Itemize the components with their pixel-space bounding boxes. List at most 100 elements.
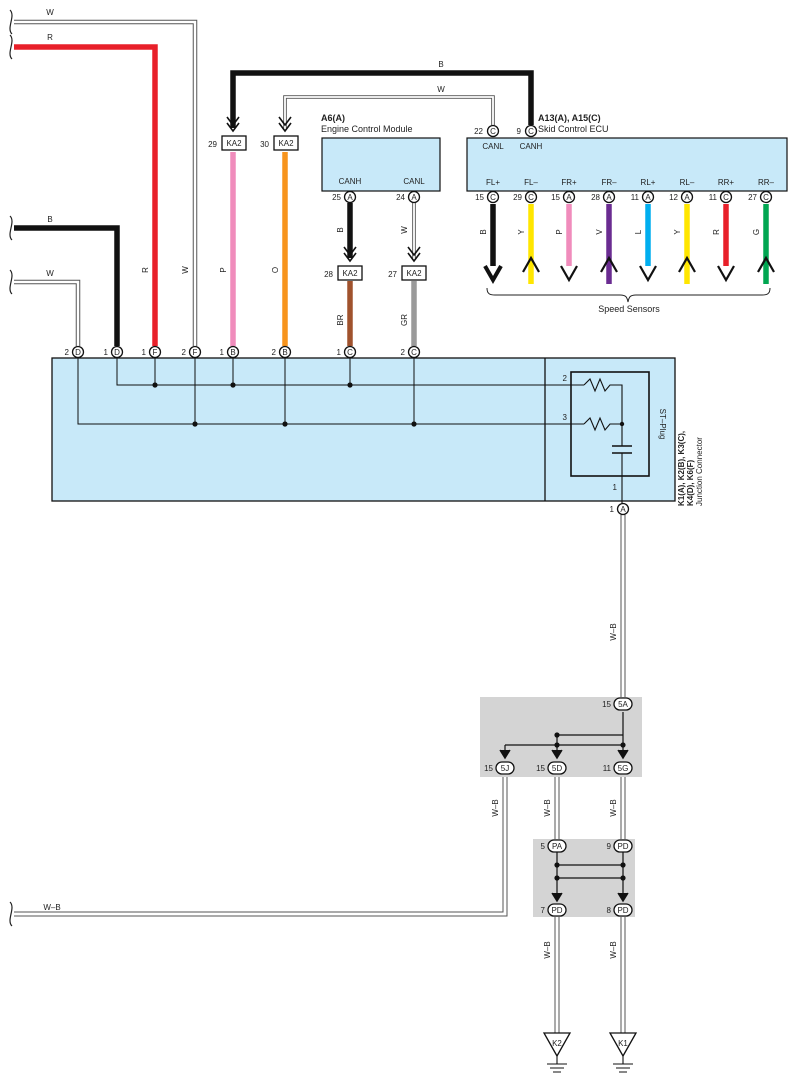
- skid-terminal-pin-conn: C: [490, 193, 496, 202]
- skid-terminal-pin-conn: C: [763, 193, 769, 202]
- splice-pa-bottom: PD7: [541, 903, 567, 917]
- wire-w-left: [14, 279, 81, 346]
- jc-pin: B2: [272, 345, 292, 359]
- jc-pin: F2: [182, 345, 202, 359]
- svg-text:R: R: [141, 267, 150, 273]
- skid-terminal-pin-conn: A: [606, 193, 612, 202]
- splice-pa-top: PA5: [541, 839, 567, 853]
- speed-sensors-label: Speed Sensors: [598, 304, 660, 314]
- svg-text:28: 28: [324, 270, 333, 279]
- svg-text:CANL: CANL: [403, 177, 425, 186]
- jc-pin: D2: [65, 345, 85, 359]
- svg-text:2: 2: [563, 374, 568, 383]
- svg-text:W: W: [181, 266, 190, 274]
- svg-text:KA2: KA2: [226, 139, 242, 148]
- ground-k1: K1: [608, 1032, 638, 1073]
- wire-code-labels: W R B W B W R W P O B W BR GR W–B W–B W–…: [43, 8, 618, 959]
- svg-text:A13(A), A15(C): A13(A), A15(C): [538, 113, 601, 123]
- splice-5a-out-conn: 5J: [501, 764, 509, 773]
- skid-terminal-wire-code: Y: [673, 229, 682, 235]
- svg-text:24: 24: [396, 193, 405, 202]
- svg-text:A: A: [411, 193, 417, 202]
- skid-terminal-pin: C 15: [475, 190, 500, 204]
- splice-pa-top: PD 9: [607, 839, 633, 853]
- svg-text:P: P: [219, 267, 228, 272]
- svg-text:W–B: W–B: [543, 941, 552, 958]
- splice-pa-bottom-conn: PD: [551, 906, 562, 915]
- splice-5a-in-pin: 15: [602, 700, 611, 709]
- jc-pin-conn: D: [75, 348, 81, 357]
- jc-pin-conn: F: [193, 348, 198, 357]
- svg-text:W–B: W–B: [609, 799, 618, 816]
- svg-text:30: 30: [260, 140, 269, 149]
- svg-text:GR: GR: [400, 314, 409, 326]
- svg-text:1: 1: [613, 483, 618, 492]
- splice-pa-bottom-conn: PD: [617, 906, 628, 915]
- jc-pin-conn: B: [230, 348, 235, 357]
- splice-pa-bottom-pin: 8: [607, 906, 612, 915]
- skid-terminal-label: FR–: [601, 178, 617, 187]
- wire-black-can-h: [230, 70, 534, 128]
- splice-pa-top-conn: PD: [617, 842, 628, 851]
- skid-terminal-label: FR+: [561, 178, 577, 187]
- splice-pa-bottom: PD 8: [607, 903, 633, 917]
- skid-terminal-label: RR+: [718, 178, 735, 187]
- skid-terminal-pin-pin: 15: [475, 193, 484, 202]
- splice-pa-top-pin: 9: [607, 842, 612, 851]
- splice-pa-top-pin: 5: [541, 842, 546, 851]
- speed-sensors-bracket: [486, 287, 771, 303]
- svg-text:3: 3: [563, 413, 568, 422]
- svg-text:C: C: [528, 127, 534, 136]
- skid-terminal-pin-conn: C: [528, 193, 534, 202]
- skid-terminal-wire-code: R: [712, 229, 721, 235]
- svg-text:W–B: W–B: [543, 799, 552, 816]
- skid-terminal-pin-conn: A: [566, 193, 572, 202]
- skid-terminal-pin-pin: 11: [709, 193, 718, 202]
- skid-terminal-pin-pin: 12: [669, 193, 678, 202]
- skid-terminal-pin-pin: 27: [748, 193, 757, 202]
- svg-text:B: B: [336, 227, 345, 232]
- svg-text:B: B: [438, 60, 443, 69]
- wire-break-marks: [9, 9, 13, 927]
- svg-text:K1(A), K2(B), K3(C),: K1(A), K2(B), K3(C),: [677, 431, 686, 506]
- jc-pin: C1: [337, 345, 357, 359]
- jc-pin-conn: B: [282, 348, 287, 357]
- wire-wb-left: [14, 775, 508, 917]
- svg-text:BR: BR: [336, 314, 345, 325]
- svg-text:K1: K1: [618, 1039, 628, 1048]
- wire-black-left: [14, 225, 120, 346]
- svg-text:CANL: CANL: [482, 142, 504, 151]
- jc-pin-conn: C: [347, 348, 353, 357]
- skid-terminal-pin: C 27: [748, 190, 773, 204]
- svg-text:25: 25: [332, 193, 341, 202]
- skid-terminal-pin: A 12: [669, 190, 694, 204]
- engine-control-module: A6(A) Engine Control Module CANH CANL A …: [321, 113, 441, 204]
- svg-text:22: 22: [474, 127, 483, 136]
- svg-text:KA2: KA2: [342, 269, 358, 278]
- jc-pin: B1: [220, 345, 240, 359]
- jc-pin-conn: C: [411, 348, 417, 357]
- skid-terminal-pin-conn: A: [684, 193, 690, 202]
- wires: [14, 19, 769, 1033]
- svg-text:W: W: [437, 85, 445, 94]
- skid-terminal-wire-code: B: [479, 229, 488, 234]
- skid-terminal-wire-code: V: [595, 229, 604, 235]
- svg-text:W–B: W–B: [609, 941, 618, 958]
- jc-pin-conn: D: [114, 348, 120, 357]
- skid-control-ecu: A13(A), A15(C) Skid Control ECU CANL CAN…: [466, 113, 788, 192]
- svg-text:Junction Connector: Junction Connector: [695, 437, 704, 506]
- svg-text:B: B: [47, 215, 52, 224]
- jc-pin-pin: 2: [272, 348, 277, 357]
- jc-pin-pin: 2: [182, 348, 187, 357]
- svg-text:27: 27: [388, 270, 397, 279]
- splice-5a-out-conn: 5G: [618, 764, 629, 773]
- jc-pin-pin: 2: [401, 348, 406, 357]
- skid-terminals: FL+C15BFL–C29YFR+A15PFR–A28VRL+A11LRL–A1…: [475, 178, 774, 235]
- svg-text:W: W: [46, 8, 54, 17]
- skid-terminal-label: RL+: [641, 178, 656, 187]
